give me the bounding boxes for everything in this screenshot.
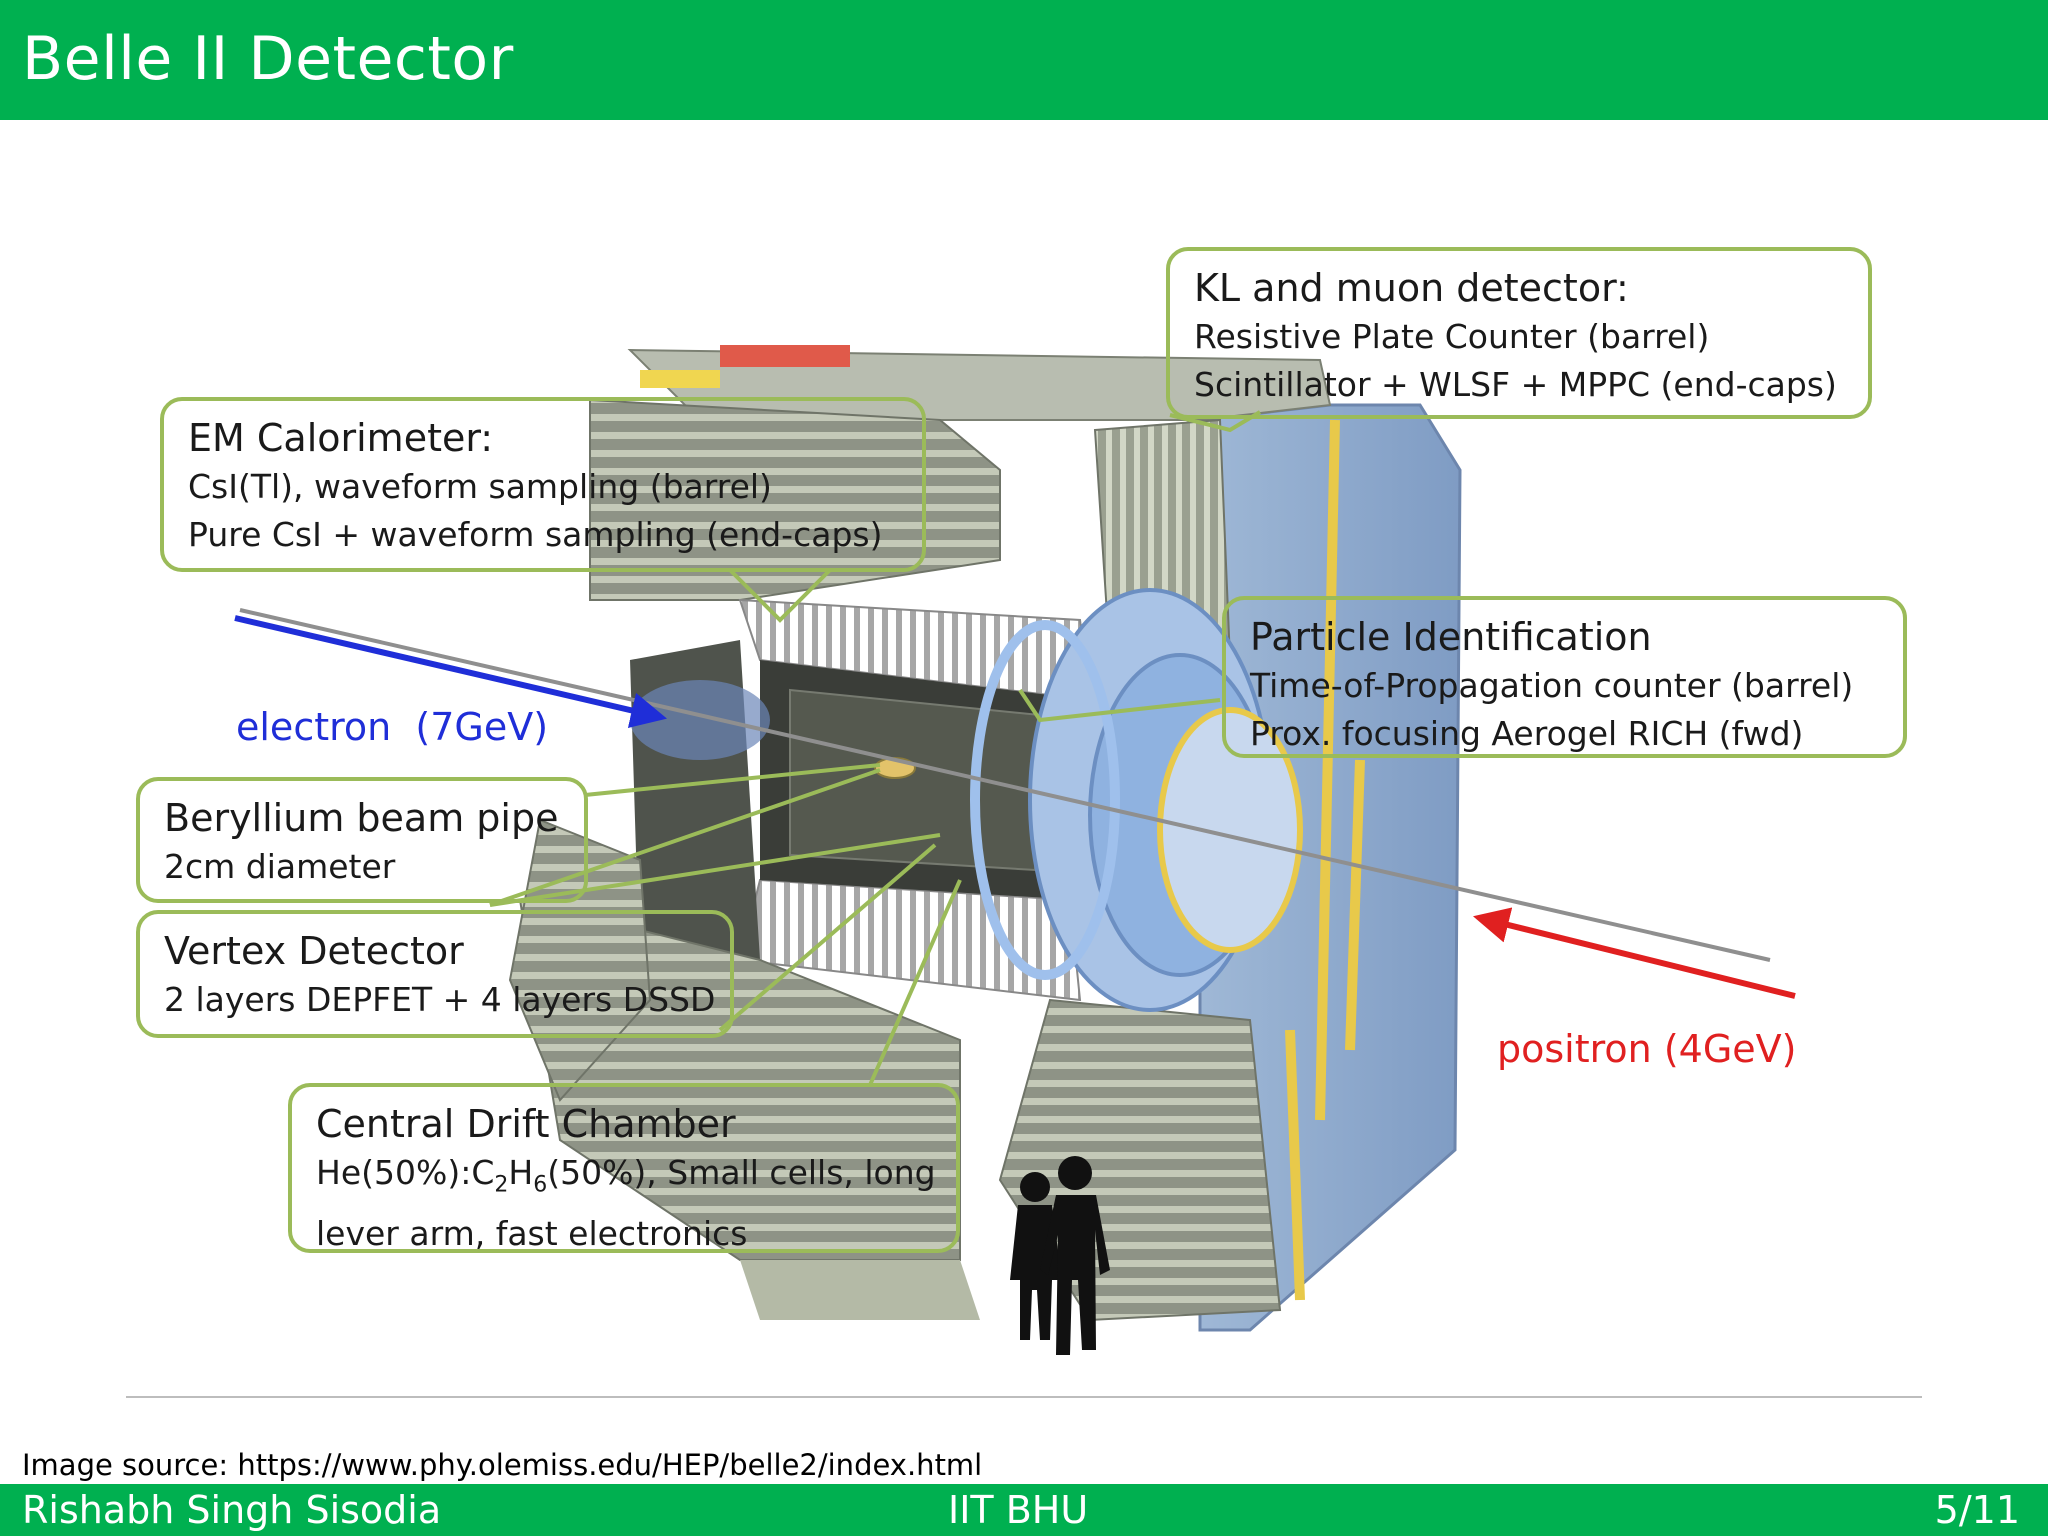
- callout-title: EM Calorimeter:: [188, 416, 494, 460]
- klm-base: [740, 1260, 980, 1320]
- callout-line: CsI(Tl), waveform sampling (barrel): [188, 467, 772, 506]
- klm-upper-block: [589, 398, 1001, 601]
- beam-line: [239, 608, 1771, 962]
- slide-header: Belle II Detector: [0, 0, 2048, 120]
- callout-line: Scintillator + WLSF + MPPC (end-caps): [1194, 365, 1837, 404]
- callout-line: He(50%):C2H6(50%), Small cells, long: [316, 1153, 936, 1198]
- callout-title: Particle Identification: [1250, 615, 1652, 659]
- people-silhouette: [1010, 1156, 1110, 1355]
- callout-em-calorimeter: EM Calorimeter: CsI(Tl), waveform sampli…: [160, 397, 926, 572]
- gold-frame: [1285, 419, 1365, 1301]
- cdc-layers: [789, 688, 1042, 872]
- callout-central-drift-chamber: Central Drift Chamber He(50%):C2H6(50%),…: [288, 1083, 960, 1253]
- slide-title: Belle II Detector: [22, 24, 514, 94]
- positron-arrow: [1473, 907, 1796, 999]
- footer-author: Rishabh Singh Sisodia: [22, 1488, 442, 1532]
- callout-title: KL and muon detector:: [1194, 266, 1629, 310]
- callout-particle-identification: Particle Identification Time-of-Propagat…: [1222, 596, 1907, 758]
- pid-endcap-core: [1157, 707, 1303, 953]
- image-source-note: Image source: https://www.phy.olemiss.ed…: [22, 1448, 983, 1482]
- electron-arrow: [234, 615, 668, 728]
- callout-line: 2cm diameter: [164, 847, 396, 886]
- beampipe-ring: [630, 680, 770, 760]
- callout-kl-muon-detector: KL and muon detector: Resistive Plate Co…: [1166, 247, 1872, 419]
- callout-line: Time-of-Propagation counter (barrel): [1250, 666, 1854, 705]
- positron-label: positron (4GeV): [1497, 1027, 1797, 1071]
- callout-line: Prox. focusing Aerogel RICH (fwd): [1250, 714, 1804, 753]
- callout-pointers: [489, 410, 1262, 1086]
- yoke-top-yellow: [640, 370, 720, 388]
- slide-footer: Rishabh Singh Sisodia IIT BHU 5/11: [0, 1484, 2048, 1536]
- callout-line: Resistive Plate Counter (barrel): [1194, 317, 1710, 356]
- callout-line: Pure CsI + waveform sampling (end-caps): [188, 515, 883, 554]
- divider-line: [126, 1396, 1922, 1398]
- electron-label: electron (7GeV): [236, 705, 549, 749]
- callout-title: Vertex Detector: [164, 929, 464, 973]
- callout-line: lever arm, fast electronics: [316, 1213, 748, 1253]
- yoke-top-red: [720, 345, 850, 367]
- footer-page-number: 5/11: [1934, 1488, 2020, 1532]
- klm-lower-left-wedge: [508, 818, 652, 1102]
- callout-vertex-detector: Vertex Detector 2 layers DEPFET + 4 laye…: [136, 910, 734, 1038]
- cdc-endplate: [970, 620, 1120, 980]
- callout-beryllium-beam-pipe: Beryllium beam pipe 2cm diameter: [136, 777, 588, 903]
- callout-line: 2 layers DEPFET + 4 layers DSSD: [164, 980, 716, 1019]
- callout-title: Central Drift Chamber: [316, 1102, 736, 1146]
- callout-title: Beryllium beam pipe: [164, 796, 559, 840]
- footer-institution: IIT BHU: [948, 1488, 1089, 1532]
